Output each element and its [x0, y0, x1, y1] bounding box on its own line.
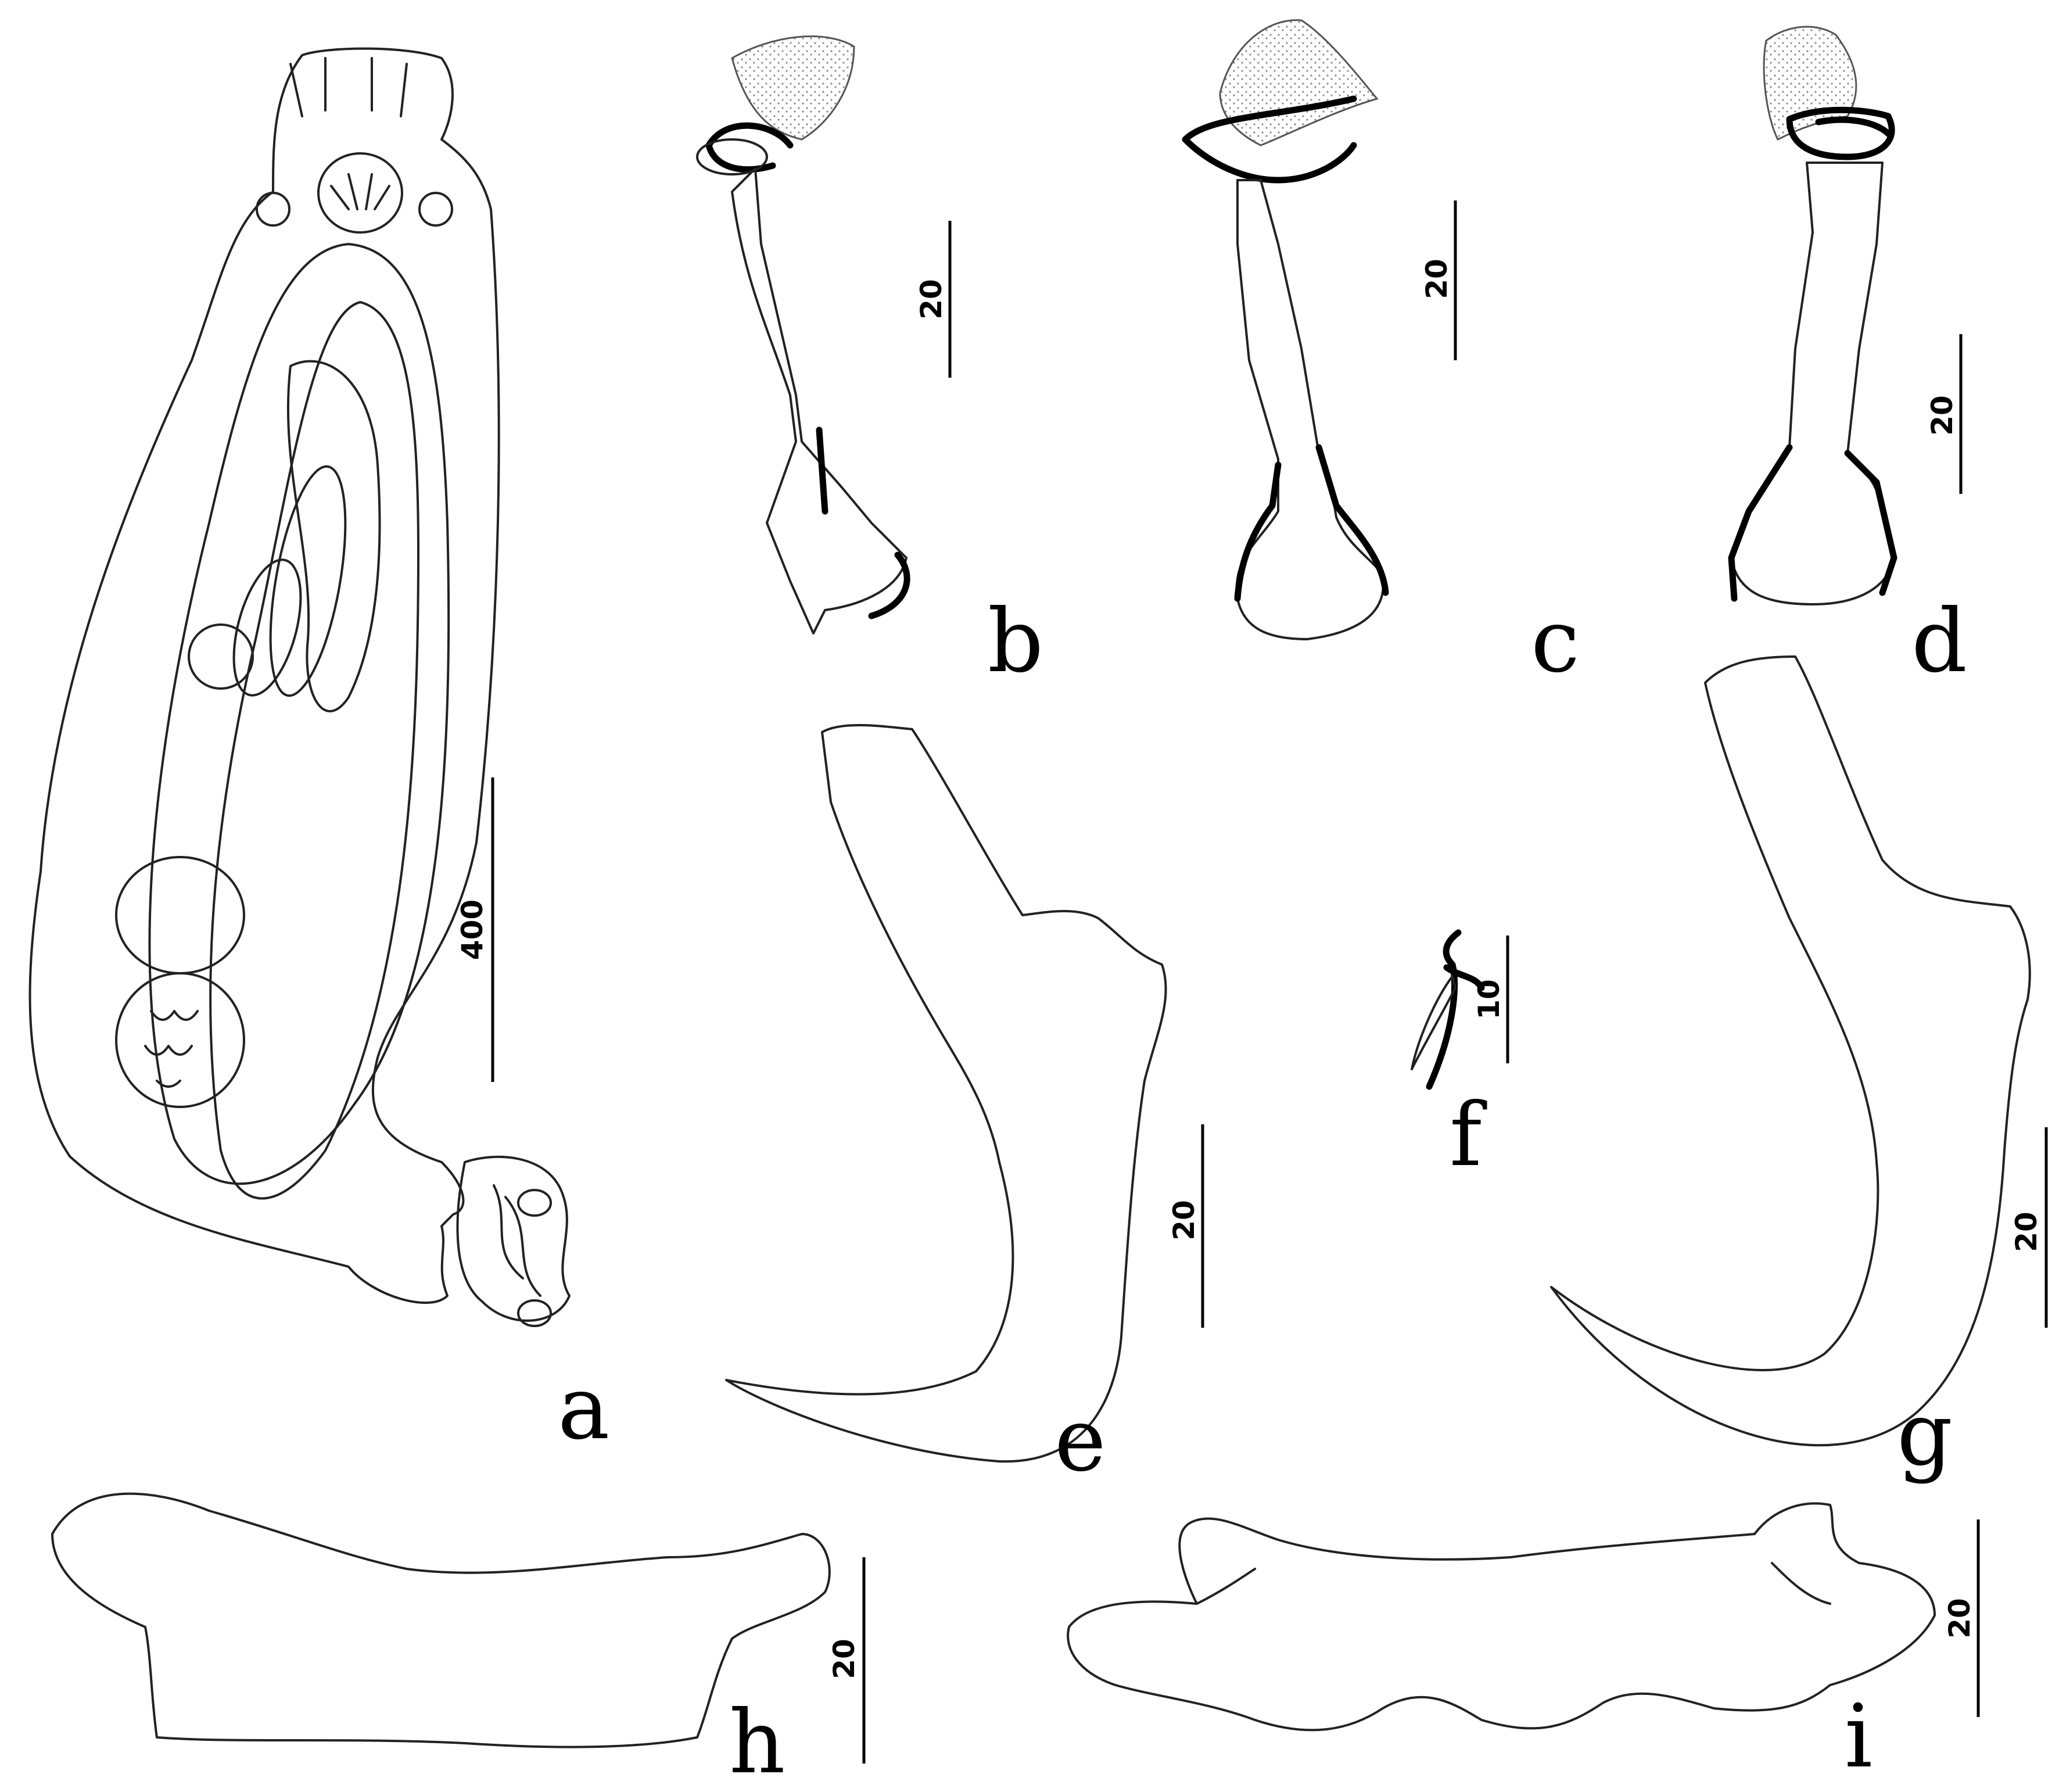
panel-g-anchor: 20 g [1550, 655, 2048, 1485]
panel-h-transverse-bar: 20 h [51, 1492, 866, 1792]
panel-c-copulatory-organ: 20 c [1182, 19, 1580, 692]
male-copulatory-organ [286, 360, 381, 712]
scale-label-b: 20 [914, 279, 948, 320]
panel-f-hooklet: 10 f [1411, 929, 1509, 1186]
scale-label-d: 20 [1925, 395, 1959, 436]
shaft-b [731, 167, 907, 635]
head-organs [289, 57, 408, 117]
anchor-outline-e [725, 724, 1167, 1463]
panel-letter-d: d [1911, 591, 1967, 692]
stippled-cap-c [1219, 19, 1379, 146]
pharynx [317, 152, 403, 234]
scale-label-c: 20 [1420, 259, 1454, 299]
scale-label-e: 20 [1167, 1200, 1201, 1241]
inner-outline [148, 243, 450, 1185]
panel-i-transverse-bar: 20 i [1067, 1502, 1980, 1787]
panel-letter-e: e [1054, 1390, 1106, 1491]
vaginal-bulb [188, 623, 254, 690]
panel-d-copulatory-organ: 20 d [1728, 26, 1967, 692]
panel-letter-h: h [729, 1692, 785, 1792]
panel-a-whole-body: 400 a [28, 47, 609, 1459]
panel-b-copulatory-organ: 20 b [696, 35, 1043, 692]
panel-letter-i: i [1845, 1686, 1873, 1787]
anchor-outline-g [1550, 655, 2031, 1447]
germarium [115, 856, 245, 974]
body-outline [28, 47, 500, 1304]
panel-letter-b: b [988, 591, 1043, 692]
testis [115, 972, 245, 1108]
scale-label-i: 20 [1943, 1598, 1977, 1639]
shaft-d [1730, 162, 1895, 605]
seminal-vesicle [269, 465, 347, 697]
panel-e-anchor: 20 e [725, 724, 1204, 1491]
bar-outline-i [1067, 1502, 1936, 1732]
scale-label-a: 400 [455, 899, 489, 960]
scale-label-g: 20 [2010, 1212, 2043, 1252]
scale-label-f: 10 [1472, 979, 1506, 1020]
stippled-cap-b [731, 35, 855, 141]
haptor [456, 1155, 571, 1327]
scale-label-h: 20 [827, 1639, 861, 1679]
intestine [209, 301, 419, 1200]
bar-outline-h [51, 1492, 831, 1748]
panel-letter-f: f [1450, 1085, 1487, 1186]
shaft-c [1235, 179, 1385, 640]
panel-letter-a: a [558, 1358, 609, 1459]
panel-letter-c: c [1531, 591, 1580, 692]
panel-letter-g: g [1897, 1384, 1953, 1485]
